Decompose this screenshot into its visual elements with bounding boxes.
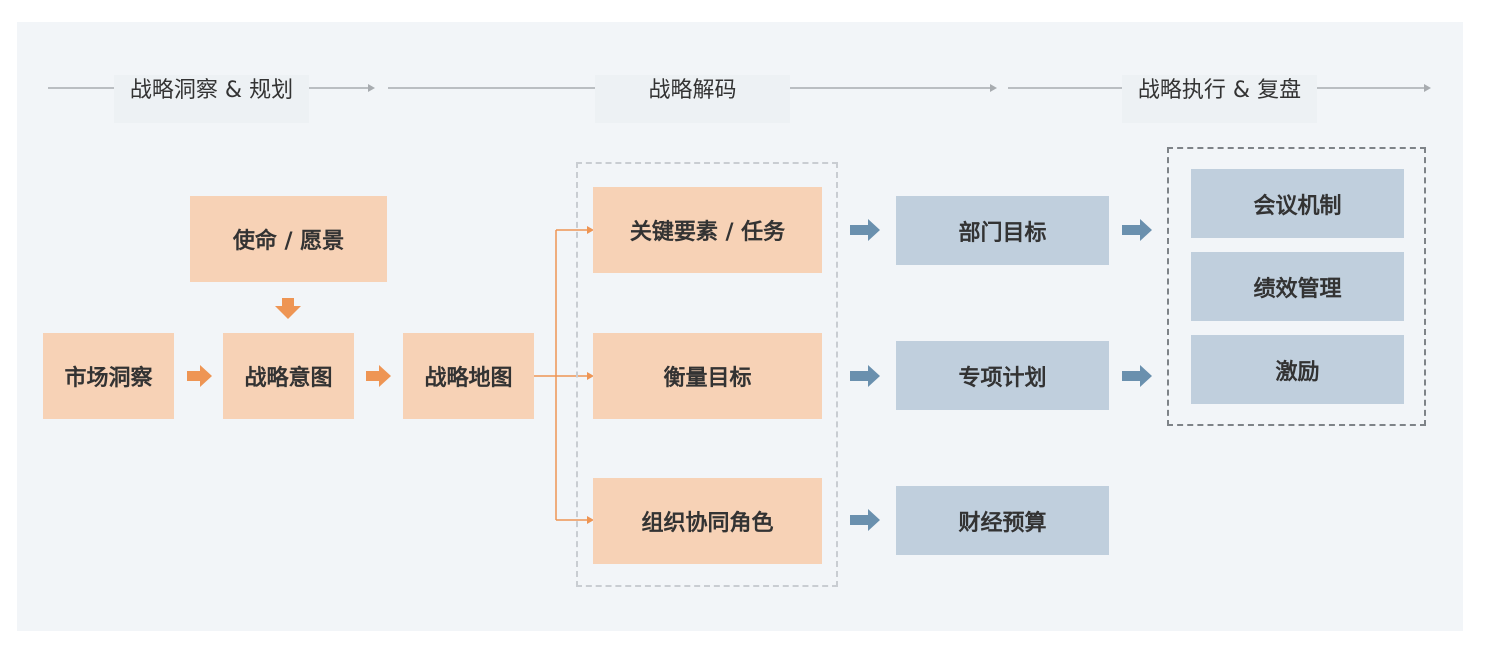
branch-connector xyxy=(534,226,594,524)
node-mission-vision: 使命 / 愿景 xyxy=(190,196,387,282)
arrow-roles-to-budget xyxy=(850,509,880,531)
node-dept-goals: 部门目标 xyxy=(896,196,1109,265)
arrow-intent-to-map xyxy=(366,365,391,387)
branch-arrowhead-1 xyxy=(587,226,594,234)
node-strategy-map: 战略地图 xyxy=(403,333,534,419)
node-finance-budget: 财经预算 xyxy=(896,486,1109,555)
node-org-roles: 组织协同角色 xyxy=(593,478,822,564)
phase-label-execution: 战略执行 & 复盘 xyxy=(1122,75,1317,123)
phase-label-planning: 战略洞察 & 规划 xyxy=(114,75,309,123)
arrow-key-to-dept xyxy=(850,219,880,241)
node-market-insight: 市场洞察 xyxy=(43,333,174,419)
branch-arrowhead-3 xyxy=(587,516,594,524)
timeline-arrowhead-3 xyxy=(1424,84,1431,92)
branch-arrowhead-2 xyxy=(587,372,594,380)
blue-arrows xyxy=(850,219,1152,531)
arrow-dept-to-exec xyxy=(1122,219,1152,241)
phase-label-decoding: 战略解码 xyxy=(595,75,790,123)
timeline-arrowhead-2 xyxy=(990,84,997,92)
decoding-group xyxy=(576,162,838,587)
node-meeting-mechanism: 会议机制 xyxy=(1191,169,1404,238)
node-special-plans: 专项计划 xyxy=(896,341,1109,410)
node-strategic-intent: 战略意图 xyxy=(223,333,354,419)
orange-arrows xyxy=(187,298,391,387)
arrow-down-vision-to-intent xyxy=(275,298,301,319)
node-incentive: 激励 xyxy=(1191,335,1404,404)
node-performance-mgmt: 绩效管理 xyxy=(1191,252,1404,321)
arrow-plans-to-exec xyxy=(1122,365,1152,387)
execution-group xyxy=(1167,147,1426,426)
arrow-measure-to-plans xyxy=(850,365,880,387)
node-key-elements: 关键要素 / 任务 xyxy=(593,187,822,273)
node-measure-goals: 衡量目标 xyxy=(593,333,822,419)
arrow-market-to-intent xyxy=(187,365,212,387)
timeline-arrowhead-1 xyxy=(368,84,375,92)
